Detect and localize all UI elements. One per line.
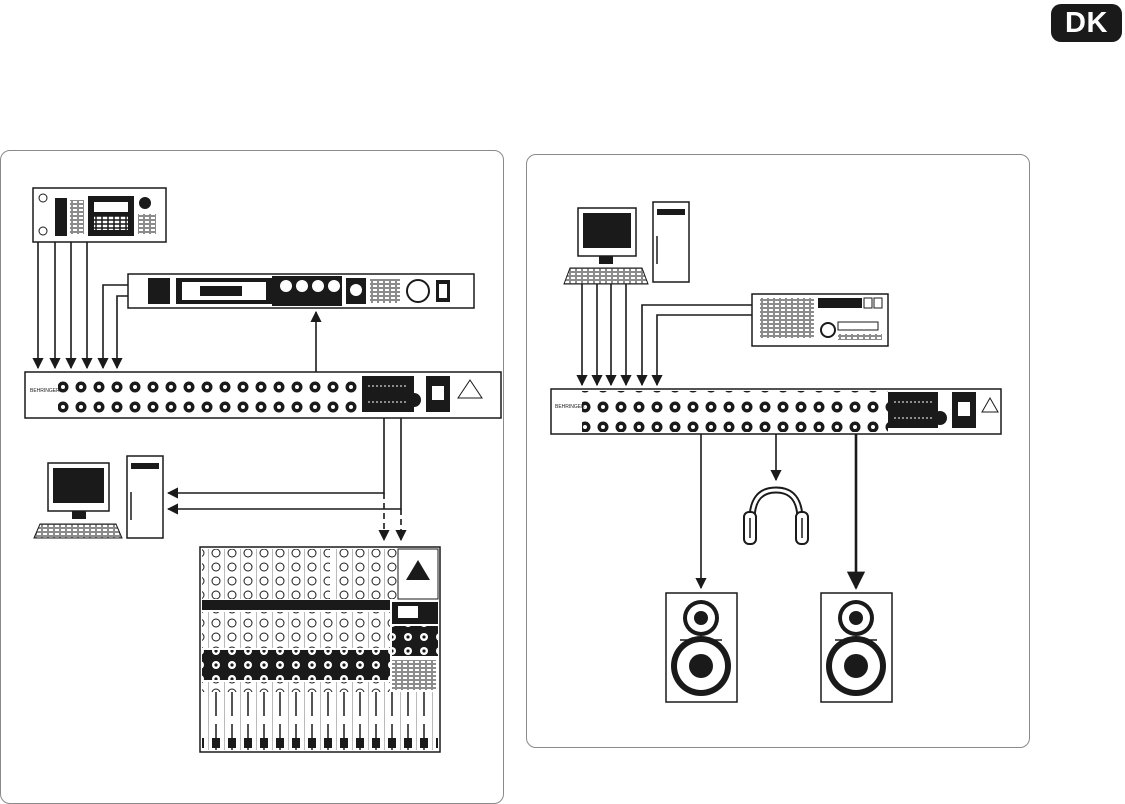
svg-text:BEHRINGER: BEHRINGER bbox=[30, 388, 60, 394]
svg-text:BEHRINGER: BEHRINGER bbox=[555, 404, 585, 410]
studio-monitor-left bbox=[666, 593, 737, 702]
effects-processor bbox=[128, 274, 474, 308]
multitrack-recorder bbox=[752, 294, 888, 346]
headphones bbox=[744, 490, 808, 544]
mixing-console bbox=[200, 547, 440, 752]
headphone-amplifier: BEHRINGER bbox=[551, 389, 1001, 434]
computer bbox=[564, 202, 689, 284]
headphone-amplifier: BEHRINGER bbox=[25, 372, 501, 418]
studio-monitor-right bbox=[821, 593, 892, 702]
drum-module bbox=[33, 188, 166, 242]
computer bbox=[34, 456, 163, 538]
